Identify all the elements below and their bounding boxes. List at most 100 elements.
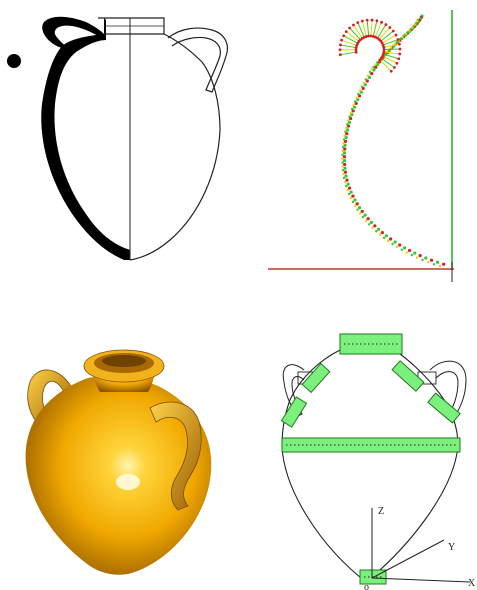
handle-point	[352, 23, 355, 27]
handle-tick	[383, 51, 400, 55]
curve-point	[363, 213, 367, 217]
curve-point	[376, 61, 379, 64]
curve-point	[376, 227, 381, 231]
handle-point	[392, 66, 396, 69]
curve-point	[346, 123, 349, 126]
curve-point	[357, 92, 360, 96]
handle-point	[382, 45, 386, 49]
render-right-handle	[149, 401, 202, 511]
curve-point	[404, 32, 408, 36]
segment-right-lower	[427, 392, 461, 424]
curve-point	[342, 176, 346, 180]
handle-point	[380, 20, 383, 24]
curve-point	[353, 100, 357, 103]
curve-point	[403, 34, 406, 37]
curve-point	[389, 46, 393, 49]
model-segments	[280, 333, 461, 585]
z-axis-label: Z	[378, 506, 384, 517]
curve-point	[402, 246, 407, 250]
curve-point	[442, 262, 446, 266]
handle-point	[391, 29, 395, 33]
segment-rim	[339, 333, 403, 355]
curve-point	[405, 251, 408, 254]
handle-point	[394, 33, 398, 37]
curve-point	[410, 253, 414, 257]
handle-tick	[343, 35, 358, 44]
curve-point	[341, 161, 344, 164]
handle-point	[338, 53, 342, 57]
handle-point	[395, 61, 399, 65]
curve-point	[375, 63, 380, 67]
handle-point	[354, 48, 358, 52]
curve-point	[344, 135, 348, 140]
handle-tick	[340, 51, 357, 56]
curve-point	[342, 138, 346, 141]
y-axis-line	[371, 539, 445, 579]
handle-tick	[374, 22, 383, 38]
curve-point	[435, 260, 440, 264]
profile-left-handle	[42, 16, 104, 50]
curve-point	[341, 157, 344, 160]
curve-point	[395, 41, 399, 44]
curve-point	[356, 208, 359, 211]
handle-tick	[382, 39, 399, 46]
curve-point	[364, 219, 368, 222]
handle-point	[381, 52, 385, 56]
handle-point	[362, 35, 366, 39]
handle-tick	[349, 27, 361, 41]
curve-point	[386, 239, 390, 243]
curve-point	[409, 27, 413, 31]
curve-point	[348, 115, 351, 118]
curve-point	[374, 63, 377, 66]
handle-point	[348, 26, 352, 30]
profile-dot	[7, 54, 21, 68]
handle-point	[339, 43, 342, 47]
curve-point	[351, 200, 355, 204]
curve-point	[400, 248, 404, 252]
curve-point	[368, 223, 371, 226]
curve-point	[344, 130, 347, 134]
segment-left-upper	[301, 362, 331, 394]
handle-tick	[345, 31, 360, 42]
amphora-profile-svg	[7, 16, 229, 261]
curve-point	[429, 258, 434, 262]
handle-point	[338, 48, 342, 52]
curve-point	[353, 198, 357, 202]
curve-point	[347, 119, 350, 122]
curve-point	[342, 142, 345, 145]
handle-point	[398, 47, 402, 51]
handle-point	[396, 38, 400, 41]
curve-point	[398, 243, 402, 247]
handle-tick	[381, 57, 395, 68]
x-axis-label: X	[468, 578, 476, 589]
curve-point	[415, 256, 419, 259]
handle-point	[397, 57, 401, 61]
curve-point	[389, 237, 393, 241]
y-axis-label: Y	[448, 542, 455, 553]
curve-point	[346, 188, 349, 192]
curve-point	[349, 196, 353, 200]
curve-point	[375, 230, 378, 233]
handle-tick	[383, 48, 401, 51]
handle-point	[382, 48, 386, 51]
curve-point	[391, 242, 394, 246]
control-curve-panel	[240, 0, 477, 285]
curve-point	[432, 263, 436, 266]
curve-point	[341, 153, 344, 157]
curve-point	[342, 151, 347, 155]
curve-point	[344, 184, 348, 188]
curve-point	[369, 220, 373, 224]
curve-point	[370, 72, 374, 76]
curve-point	[368, 70, 372, 74]
curve-point	[360, 209, 364, 214]
curve-point	[341, 165, 344, 168]
handle-tick	[340, 44, 357, 49]
curve-point	[350, 107, 354, 111]
curve-point	[352, 104, 355, 107]
curve-point	[347, 192, 351, 196]
handle-point	[344, 30, 348, 34]
handle-tick	[357, 22, 365, 38]
curve-point	[343, 180, 347, 184]
handle-point	[398, 52, 402, 56]
curve-point	[372, 68, 376, 72]
